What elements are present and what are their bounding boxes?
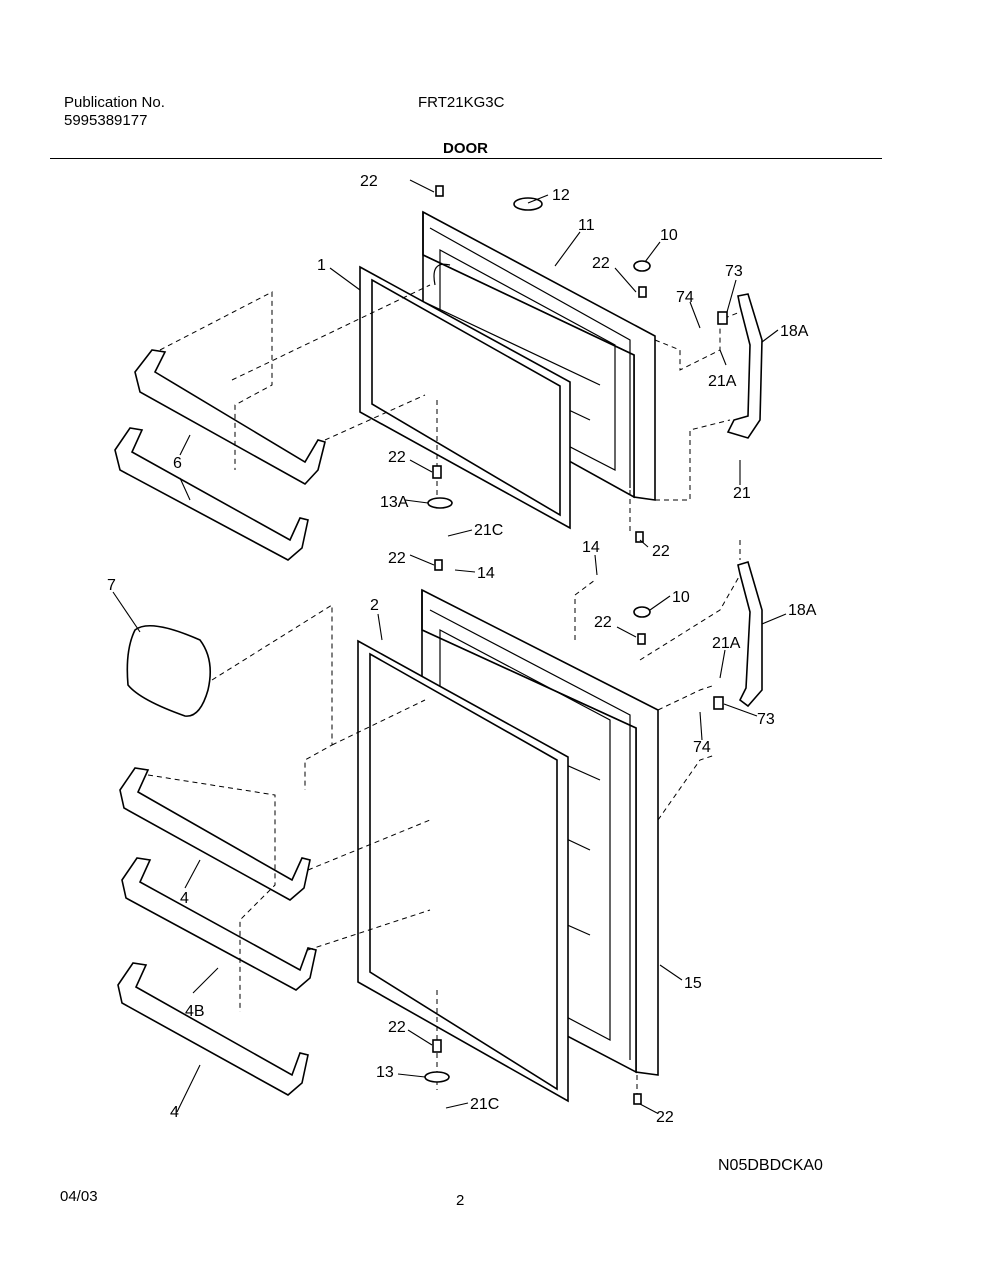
callout-21: 21	[733, 485, 751, 502]
callout-73: 73	[725, 263, 743, 280]
dairy-bin	[126, 624, 211, 717]
door-stop-screw	[638, 286, 647, 298]
callout-18A: 18A	[788, 602, 817, 619]
fresh-door-shelf-2	[121, 857, 317, 991]
callout-6: 6	[173, 455, 182, 472]
freezer-handle	[726, 293, 763, 439]
callout-22: 22	[594, 614, 612, 631]
publication-label: Publication No.	[64, 94, 165, 111]
callout-13: 13	[376, 1064, 394, 1081]
callout-15: 15	[684, 975, 702, 992]
handle-spacer-top	[717, 311, 728, 325]
callout-1: 1	[317, 257, 326, 274]
leader-lines	[112, 179, 787, 1114]
freezer-door-gasket	[359, 265, 571, 530]
callout-21A: 21A	[712, 635, 741, 652]
callout-74: 74	[693, 739, 711, 756]
callout-22: 22	[592, 255, 610, 272]
freezer-door-shelf-upper	[134, 349, 326, 486]
header-rule	[50, 158, 882, 159]
callout-21C: 21C	[470, 1096, 499, 1113]
fresh-food-handle	[737, 561, 763, 708]
callout-7: 7	[107, 577, 116, 594]
callout-13A: 13A	[380, 494, 409, 511]
callout-22: 22	[388, 449, 406, 466]
callout-4: 4	[180, 890, 189, 907]
fresh-door-cap	[633, 606, 651, 618]
handle-spacer-bottom	[713, 696, 724, 710]
fresh-door-stop-screw	[637, 633, 646, 645]
model-number: FRT21KG3C	[418, 94, 505, 111]
callout-21C: 21C	[474, 522, 503, 539]
callout-74: 74	[676, 289, 694, 306]
fresh-door-shelf-3	[117, 962, 309, 1096]
callout-4B: 4B	[185, 1003, 205, 1020]
callout-10: 10	[672, 589, 690, 606]
callout-22: 22	[388, 1019, 406, 1036]
callout-14: 14	[582, 539, 600, 556]
drawing-code: N05DBDCKA0	[718, 1157, 823, 1174]
publication-number: 5995389177	[64, 112, 148, 129]
footer-date: 04/03	[60, 1188, 98, 1205]
lower-pin-fresh	[633, 1093, 642, 1105]
callout-18A: 18A	[780, 323, 809, 340]
callout-11: 11	[578, 217, 595, 234]
callout-73: 73	[757, 711, 775, 728]
center-hinge-pin	[432, 465, 442, 479]
callout-22: 22	[656, 1109, 674, 1126]
freezer-door-shelf-lower	[114, 427, 309, 561]
callout-22: 22	[652, 543, 670, 560]
freezer-door-plug	[513, 197, 543, 211]
callout-14: 14	[477, 565, 495, 582]
callout-2: 2	[370, 597, 379, 614]
lower-pin-freezer	[635, 531, 644, 543]
callout-21A: 21A	[708, 373, 737, 390]
freezer-door-cap	[633, 260, 651, 272]
callout-22: 22	[360, 173, 378, 190]
callout-22: 22	[388, 550, 406, 567]
fresh-food-door-gasket	[357, 639, 569, 1103]
bottom-hinge-pin	[432, 1039, 442, 1053]
hinge-pin-center-top	[434, 559, 443, 571]
fresh-hinge-bracket	[424, 1071, 450, 1083]
fresh-door-shelf-1	[119, 767, 311, 901]
page-number: 2	[456, 1192, 465, 1209]
callout-12: 12	[552, 187, 570, 204]
hinge-pin-top	[435, 185, 444, 197]
callout-labels: 22 12 11 10 22 1 73 74 18A 21A 6 22 21 1…	[107, 173, 817, 1126]
freezer-hinge-bracket	[427, 497, 453, 509]
callout-4: 4	[170, 1104, 179, 1121]
callout-10: 10	[660, 227, 678, 244]
section-title: DOOR	[443, 140, 488, 157]
